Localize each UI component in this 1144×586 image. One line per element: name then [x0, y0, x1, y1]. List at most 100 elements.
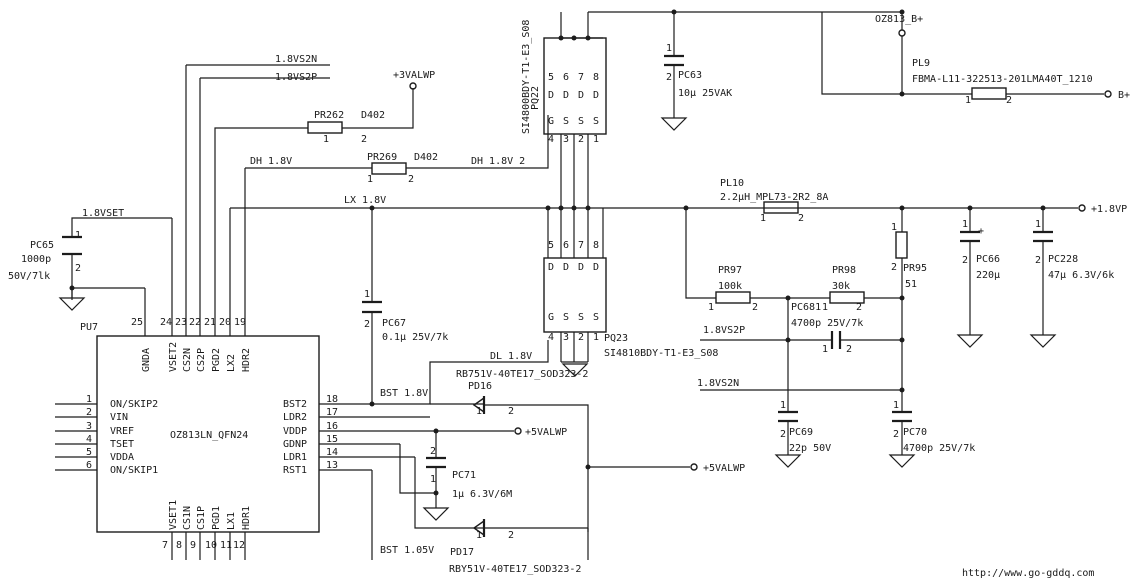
capacitor-pc681: PC681 4700p 25V/7k 1 2 1.8VS2P — [700, 302, 905, 355]
pin-number: 1 — [86, 394, 92, 405]
pin-number: 2 — [408, 174, 414, 185]
pin-number: 7 — [578, 240, 584, 251]
pin-name: RST1 — [283, 465, 307, 476]
pin-label: G — [548, 116, 554, 127]
net-label: 1.8VS2P — [275, 72, 317, 83]
component-value: FBMA-L11-322513-201LMA40T_1210 — [912, 74, 1093, 85]
pin-number: 13 — [326, 460, 338, 471]
pin-name: HDR1 — [241, 506, 252, 530]
component-value: 2.2μH_MPL73-2R2_8A — [720, 192, 828, 203]
pin-number: 2 — [780, 429, 786, 440]
pin-label: D — [548, 90, 554, 101]
pin-label: D — [593, 262, 599, 273]
pin-number: 2 — [798, 213, 804, 224]
pin-number: 3 — [563, 134, 569, 145]
component-ref: D402 — [414, 152, 438, 163]
resistor-pr97: PR97 100k 1 2 — [685, 208, 830, 313]
pin-name: TSET — [110, 439, 134, 450]
component-value: SI4810BDY-T1-E3_S08 — [604, 348, 718, 359]
pin-label: D — [563, 90, 569, 101]
pin-label: D — [548, 262, 554, 273]
pin-name: HDR2 — [241, 348, 252, 372]
capacitor-pc69: 1 2 PC69 22p 50V — [774, 400, 831, 468]
pin-label: S — [593, 312, 599, 323]
pin-number: 18 — [326, 394, 338, 405]
capacitor-pc63: 1 2 PC63 10μ 25VAK — [660, 12, 732, 131]
net-3valwp: PR262 D402 1 2 +3VALWP — [214, 70, 435, 300]
ic-pu7: PU7 OZ813LN_QFN24 1 2 3 4 5 6 ON/SKIP2 V… — [55, 65, 436, 560]
ground-icon — [956, 334, 984, 348]
pin-number: 22 — [189, 317, 201, 328]
pin-name: CS2N — [182, 348, 193, 372]
ground-icon — [422, 507, 450, 521]
pin-name: LX1 — [226, 512, 237, 530]
pin-number: 1 — [822, 344, 828, 355]
capacitor-pc66: + 1 2 PC66 220μ — [956, 208, 1000, 348]
pin-number: 1 — [75, 230, 81, 241]
pin-name: GDNP — [283, 439, 307, 450]
net-5valwp-vddp: +5VALWP — [433, 427, 567, 438]
pin-number: 2 — [578, 332, 584, 343]
pin-number: 2 — [508, 406, 514, 417]
inductor-pl10: PL10 2.2μH_MPL73-2R2_8A 1 2 — [720, 178, 828, 224]
component-value: 10μ 25VAK — [678, 88, 732, 99]
pin-name: ON/SKIP1 — [110, 465, 158, 476]
pin-number: 12 — [233, 540, 245, 551]
mosfet-pq23: PQ23 SI4810BDY-T1-E3_S08 5 6 7 8 D D D D… — [543, 205, 718, 377]
pin-number: 1 — [893, 400, 899, 411]
pin-number: 3 — [86, 421, 92, 432]
pin-number: 3 — [563, 332, 569, 343]
pin-number: 1 — [891, 222, 897, 233]
pin-number: 4 — [86, 434, 92, 445]
component-value: RB751V-40TE17_SOD323-2 — [456, 369, 588, 380]
resistor-pr98: PR98 30k 1 2 — [785, 265, 905, 313]
capacitor-pc228: 1 2 PC228 47μ 6.3V/6k — [1029, 208, 1114, 348]
pin-number: 1 — [593, 332, 599, 343]
component-value: 1000p — [21, 254, 51, 265]
pin-name: VDDP — [283, 426, 307, 437]
pin-number: 2 — [430, 446, 436, 457]
component-ref: PD17 — [450, 547, 474, 558]
net-1-8vs2p-top: 1.8VS2P — [200, 72, 330, 83]
component-ref: PQ22 — [530, 86, 541, 110]
ic-right-pins: 18 17 16 15 14 13 BST2 LDR2 VDDP GDNP LD… — [283, 394, 436, 476]
net-bst-1-05v: BST 1.05V PD17 RBY51V-40TE17_SOD323-2 1 … — [371, 457, 589, 575]
net-label: 1.8VS2P — [703, 325, 745, 336]
pin-name: CS2P — [196, 348, 207, 372]
component-value: 0.1μ 25V/7k — [382, 332, 448, 343]
component-ref: PC66 — [976, 254, 1000, 265]
pin-name: VSET2 — [168, 342, 179, 372]
pin-name: LDR1 — [283, 452, 307, 463]
pin-name: ON/SKIP2 — [110, 399, 158, 410]
net-label: BST 1.8V — [380, 388, 428, 399]
net-label: B+ — [1118, 90, 1130, 101]
ground-icon — [888, 454, 916, 468]
pin-number: 8 — [176, 540, 182, 551]
net-label: 1.8VS2N — [697, 378, 739, 389]
pin-number: 1 — [822, 302, 828, 313]
capacitor-pc70: 1 2 PC70 4700p 25V/7k — [888, 400, 975, 468]
component-ref: PC681 — [791, 302, 821, 313]
pin-number: 2 — [1035, 255, 1041, 266]
net-dh-1-8v: DH 1.8V PR269 D402 1 2 DH 1.8V 2 — [245, 115, 549, 185]
pin-name: BST2 — [283, 399, 307, 410]
pin-number: 16 — [326, 421, 338, 432]
pin-number: 4 — [548, 134, 554, 145]
pin-number: 11 — [220, 540, 232, 551]
pin-number: 1 — [367, 174, 373, 185]
mosfet-pq22: PQ22 SI4800BDY-T1-E3_S08 5 6 7 8 D D D D… — [521, 12, 607, 208]
pin-number: 15 — [326, 434, 338, 445]
pin-label: D — [578, 90, 584, 101]
component-value: 1μ 6.3V/6M — [452, 489, 512, 500]
pin-number: 1 — [476, 530, 482, 541]
pin-number: 2 — [75, 263, 81, 274]
component-value: RBY51V-40TE17_SOD323-2 — [449, 564, 581, 575]
capacitor-pc67: 1 2 PC67 0.1μ 25V/7k — [362, 208, 448, 407]
ground-icon — [774, 454, 802, 468]
component-ref: PQ23 — [604, 333, 628, 344]
pin-name: VREF — [110, 426, 134, 437]
ground-icon — [660, 117, 688, 131]
pin-label: S — [563, 312, 569, 323]
resistor-pr95: 1 2 PR95 51 — [891, 208, 927, 412]
net-1-8vs2n-bottom: 1.8VS2N — [697, 378, 905, 393]
